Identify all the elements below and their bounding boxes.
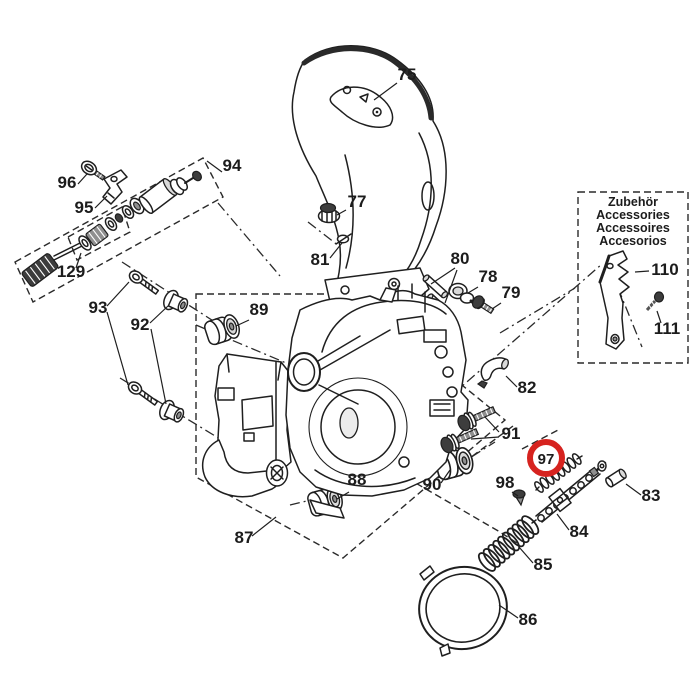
part-label-94[interactable]: 94 (223, 156, 242, 175)
accessories-title-fr: Accessoires (596, 221, 670, 235)
part-78-collar-screw (448, 282, 479, 308)
part-110-spike-bumper (598, 250, 630, 350)
part-98-fastener (512, 489, 526, 507)
part-label-95[interactable]: 95 (75, 198, 94, 217)
part-111-screw (645, 291, 665, 311)
group-box-129 (67, 205, 131, 261)
group-box-94 (14, 157, 224, 303)
accessories-title-en: Accessories (596, 208, 670, 222)
pump-cylinder (138, 178, 178, 215)
part-label-79[interactable]: 79 (502, 283, 521, 302)
handle-side-oval (421, 181, 435, 211)
part-label-85[interactable]: 85 (534, 555, 553, 574)
part-label-90[interactable]: 90 (423, 475, 442, 494)
part-84-tensioner (535, 460, 607, 523)
part-93-screws (127, 270, 160, 406)
part-label-88[interactable]: 88 (348, 470, 367, 489)
carburetor-area (379, 283, 458, 417)
part-91-screws (440, 406, 497, 454)
part-label-82[interactable]: 82 (518, 378, 537, 397)
part-89-buffer (203, 314, 240, 346)
part-label-111[interactable]: 111 (654, 319, 681, 338)
part-label-89[interactable]: 89 (250, 300, 269, 319)
accessories-title-es: Accesorios (599, 234, 666, 248)
part-94-shaft-assembly (21, 170, 202, 287)
part-labels: 75 77 81 80 78 79 96 95 94 129 93 92 89 … (57, 65, 680, 629)
part-81-ring (335, 233, 352, 245)
part-label-80[interactable]: 80 (451, 249, 470, 268)
handle-top-dark-band (301, 46, 434, 121)
part-label-87[interactable]: 87 (235, 528, 254, 547)
part-label-96[interactable]: 96 (58, 173, 77, 192)
part-label-97[interactable]: 97 (538, 451, 555, 468)
highlight-circle-97[interactable]: 97 (527, 439, 565, 477)
part-87-housing (201, 283, 469, 519)
part-label-78[interactable]: 78 (479, 267, 498, 286)
chain-catcher (309, 499, 345, 519)
part-85-spring (477, 515, 540, 572)
part-label-98[interactable]: 98 (496, 473, 515, 492)
part-label-129[interactable]: 129 (57, 262, 85, 281)
accessories-title-de: Zubehör (608, 195, 658, 209)
part-label-77[interactable]: 77 (348, 192, 367, 211)
part-label-84[interactable]: 84 (570, 522, 589, 541)
part-86-loop (418, 565, 508, 657)
part-label-86[interactable]: 86 (519, 610, 538, 629)
part-label-93[interactable]: 93 (89, 298, 108, 317)
knurled-body (21, 253, 59, 287)
part-96-screw (80, 160, 106, 181)
part-79-screw (471, 295, 495, 315)
worm-gear (85, 223, 109, 247)
part-label-91[interactable]: 91 (502, 424, 521, 443)
housing-boot (201, 439, 281, 498)
part-92-bushings (159, 289, 189, 423)
leader-lines (75, 82, 662, 619)
part-95-bracket (102, 169, 128, 205)
part-label-110[interactable]: 110 (651, 260, 678, 279)
part-label-75[interactable]: 75 (398, 65, 417, 84)
part-label-92[interactable]: 92 (131, 315, 150, 334)
red-highlight-ring (527, 439, 565, 477)
part-label-83[interactable]: 83 (642, 486, 661, 505)
part-77-cap (317, 202, 341, 224)
part-83-sleeve (605, 468, 627, 488)
part-82-elbow (476, 357, 509, 389)
crankcase-body (285, 289, 469, 497)
handle-symbol-icons (342, 85, 382, 117)
part-label-81[interactable]: 81 (311, 250, 330, 269)
accessories-box: Zubehör Accessories Accessoires Accesori… (577, 191, 689, 364)
